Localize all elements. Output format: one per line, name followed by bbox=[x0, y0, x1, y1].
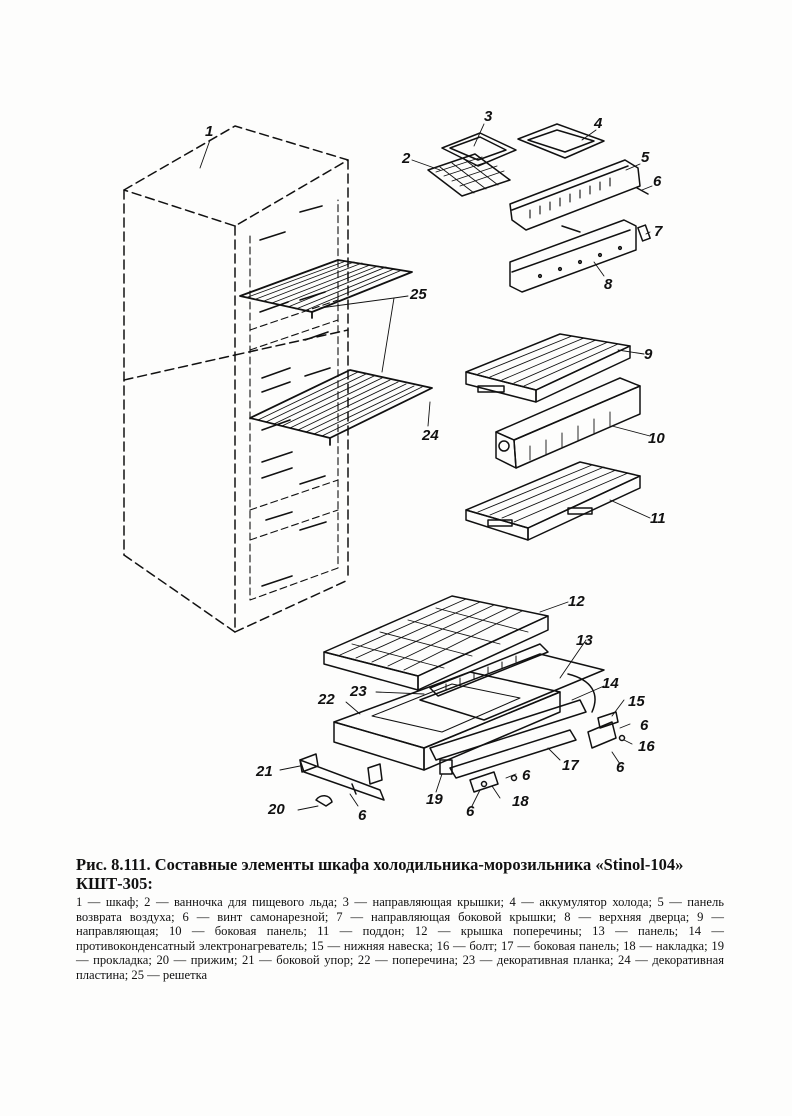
callout-6-lower-right: 6 bbox=[616, 759, 625, 776]
door-shelves bbox=[465, 333, 641, 541]
callout-2: 2 bbox=[401, 150, 411, 167]
callout-11: 11 bbox=[650, 510, 666, 527]
callout-25: 25 bbox=[409, 286, 427, 303]
callout-20: 20 bbox=[267, 801, 285, 818]
callout-3: 3 bbox=[484, 108, 493, 125]
callout-14: 14 bbox=[602, 675, 619, 692]
ice-tray-and-covers bbox=[427, 123, 605, 197]
callout-6-screw-top: 6 bbox=[653, 173, 662, 190]
callout-6-clamp: 6 bbox=[358, 807, 367, 824]
callout-9: 9 bbox=[644, 346, 653, 363]
callout-6-hinge: 6 bbox=[640, 717, 649, 734]
figure-caption-legend: 1 — шкаф; 2 — ванночка для пищевого льда… bbox=[76, 895, 724, 982]
callout-4: 4 bbox=[593, 115, 603, 132]
callout-13: 13 bbox=[576, 632, 593, 649]
callout-1: 1 bbox=[205, 123, 213, 140]
air-return-panel bbox=[509, 159, 651, 242]
crossbar-assembly bbox=[299, 595, 626, 807]
callout-24: 24 bbox=[421, 427, 439, 444]
callout-23: 23 bbox=[349, 683, 367, 700]
callout-19: 19 bbox=[426, 791, 443, 808]
callout-18: 18 bbox=[512, 793, 529, 810]
upper-door bbox=[509, 219, 637, 293]
callout-numbers: 1 2 3 4 5 6 7 8 9 10 11 12 13 14 15 6 16… bbox=[205, 108, 666, 824]
callout-10: 10 bbox=[648, 430, 665, 447]
callout-21: 21 bbox=[255, 763, 273, 780]
callout-17: 17 bbox=[562, 757, 579, 774]
callout-12: 12 bbox=[568, 593, 585, 610]
callout-6-bottom: 6 bbox=[466, 803, 475, 820]
callout-5: 5 bbox=[641, 149, 650, 166]
leader-lines bbox=[199, 123, 653, 811]
callout-22: 22 bbox=[317, 691, 335, 708]
callout-16: 16 bbox=[638, 738, 655, 755]
figure-caption-title: Рис. 8.111. Составные элементы шкафа хол… bbox=[76, 855, 684, 893]
callout-8: 8 bbox=[604, 276, 613, 293]
callout-6-pad: 6 bbox=[522, 767, 531, 784]
grid-shelves bbox=[239, 259, 433, 446]
callout-15: 15 bbox=[628, 693, 645, 710]
cabinet-drawing bbox=[123, 125, 349, 633]
callout-7: 7 bbox=[654, 223, 663, 240]
